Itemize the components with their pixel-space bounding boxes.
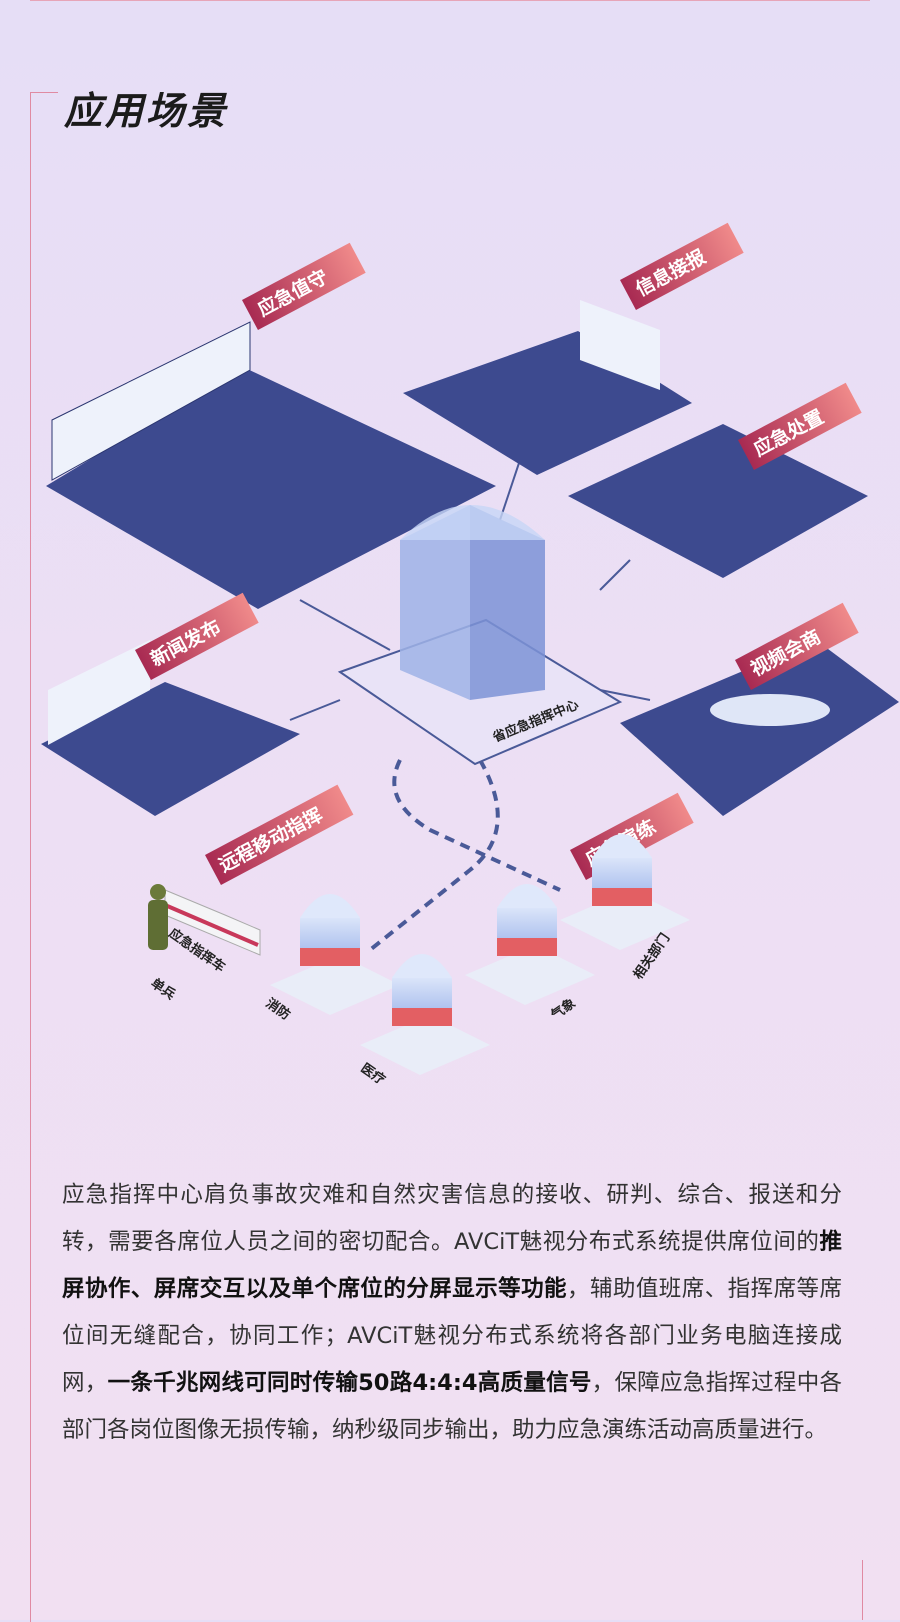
dept-fire — [270, 894, 400, 1015]
duty-platform — [46, 367, 496, 609]
dept-medical — [360, 954, 490, 1075]
banner-remote: 远程移动指挥 — [205, 784, 354, 886]
press-platform — [41, 682, 300, 816]
handling-platform — [568, 424, 868, 578]
command-center-building — [400, 505, 545, 700]
soldier-figure — [148, 884, 168, 950]
press-screen — [48, 640, 150, 745]
dept-related — [560, 834, 690, 950]
description-paragraph: 应急指挥中心肩负事故灾难和自然灾害信息的接收、研判、综合、报送和分转，需要各席位… — [62, 1172, 842, 1454]
dept-label-medical: 医疗 — [358, 1060, 388, 1088]
banner-info: 信息接报 — [620, 222, 744, 311]
soldier-label: 单兵 — [148, 975, 178, 1003]
right-frame-line — [862, 1560, 863, 1620]
section-title: 应用场景 — [64, 89, 229, 133]
meeting-table — [710, 694, 830, 726]
text-part: 应急指挥中心肩负事故灾难和自然灾害信息的接收、研判、综合、报送和分转，需要各席位… — [62, 1182, 842, 1255]
network-links — [289, 459, 651, 952]
top-divider — [30, 0, 870, 1]
dept-label-fire: 消防 — [263, 995, 293, 1023]
dept-label-weather: 气象 — [548, 995, 578, 1023]
text-part: ，辅助值班席、指挥席等席位间无缝配合，协同工作；AVCiT魅视分布式系统将各部门… — [62, 1276, 842, 1396]
left-frame-line — [30, 92, 31, 1622]
text-part: ，保障应急指挥过程中各部门各岗位图像无损传输，纳秒级同步输出，助力应急演练活动高… — [62, 1370, 842, 1443]
frame-corner — [30, 92, 58, 93]
banner-press: 新闻发布 — [135, 592, 259, 681]
highlight-features: 推屏协作、屏席交互以及单个席位的分屏显示等功能 — [62, 1229, 842, 1302]
svg-text:远程移动指挥: 远程移动指挥 — [215, 803, 326, 877]
info-screen — [580, 300, 660, 390]
highlight-bandwidth: 一条千兆网线可同时传输50路4:4:4高质量信号 — [107, 1370, 592, 1396]
banner-handling: 应急处置 — [738, 382, 862, 471]
scenario-illustration: 省应急指挥中心 应急值守 信息接报 应急处置 新闻发布 视频会商 远程移动指挥 … — [41, 222, 899, 1088]
banner-duty: 应急值守 — [241, 242, 366, 331]
duty-screen — [51, 321, 251, 481]
video-platform — [620, 640, 899, 816]
dept-weather — [465, 884, 595, 1005]
